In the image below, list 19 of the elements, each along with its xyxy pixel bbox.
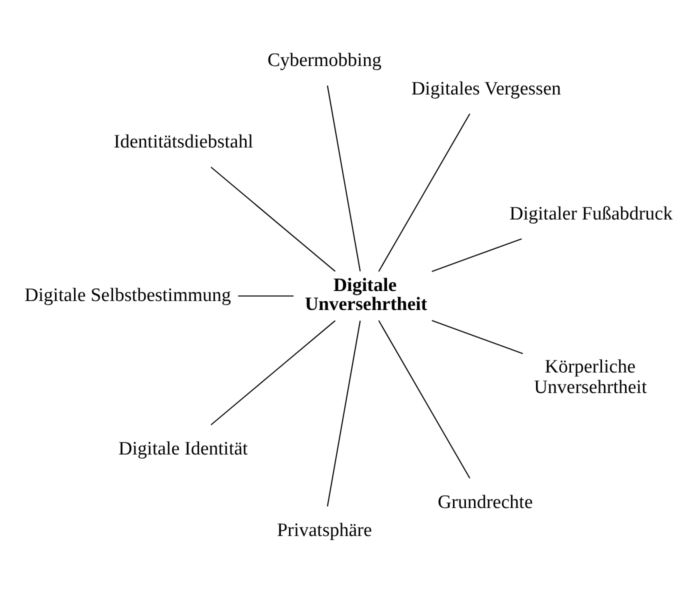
node-text: Digitales Vergessen [411,78,562,100]
node-text: Digitale Unversehrtheit [304,274,428,315]
connector [432,238,522,272]
connector [432,320,523,354]
connector [378,320,470,479]
node-text: Digitale Identität [118,438,248,460]
connector [326,320,361,506]
connector [238,295,294,297]
node-text: Grundrechte [438,492,533,513]
node-text: Digitale Selbstbestimmung [24,285,232,306]
connector [210,320,336,426]
node-text: Digitaler Fußabdruck [510,203,673,224]
connector [378,113,470,272]
connector [210,166,336,272]
node-text: Körperliche Unversehrtheit [534,356,647,398]
node-text: Identitätsdiebstahl [114,132,254,153]
node-text: Cybermobbing [267,50,382,71]
connector [326,86,361,272]
node-text: Privatsphäre [276,520,372,542]
